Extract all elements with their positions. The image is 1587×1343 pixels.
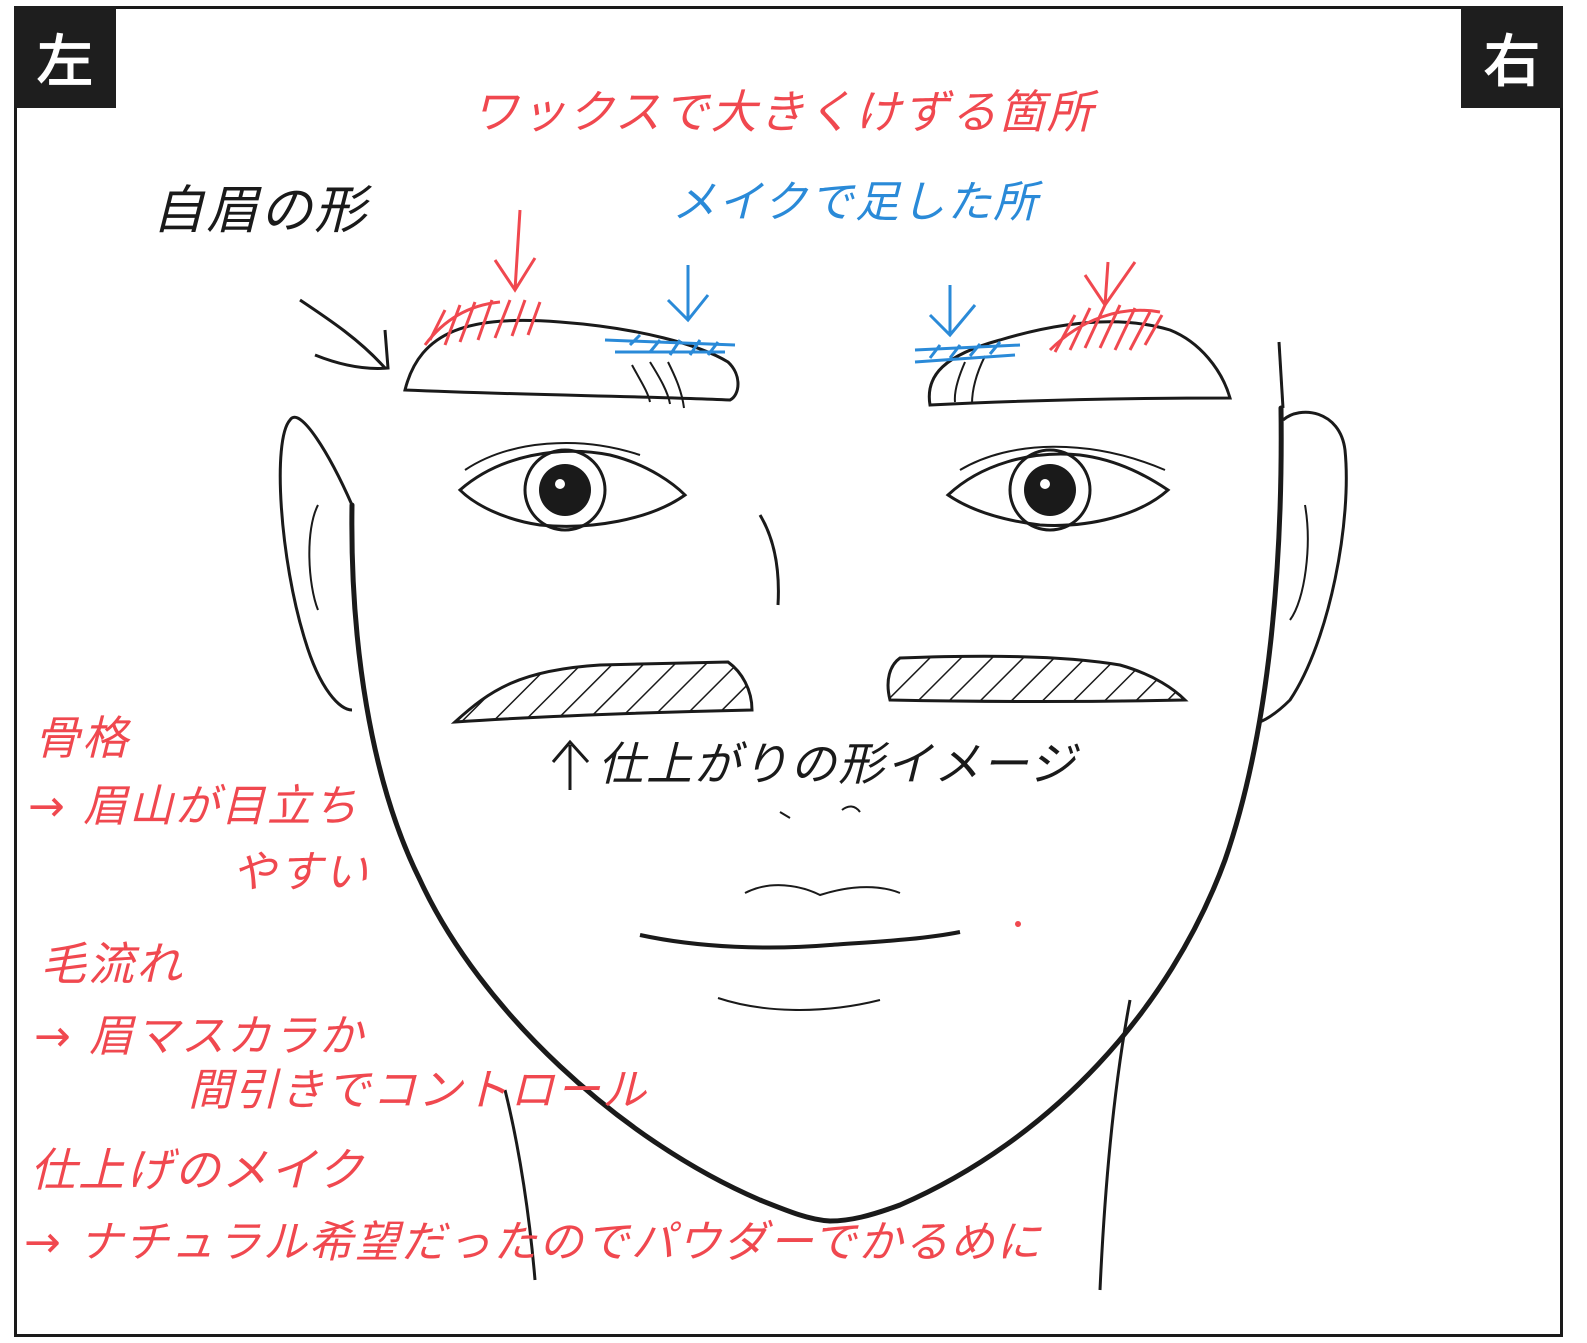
left-brow-outline: [403, 318, 740, 402]
right-brow-hair-1: [953, 361, 966, 403]
finished-image-label: 仕上がりの形イメージ: [598, 737, 1078, 791]
finish-body: → ナチュラル希望だったのでパウダーでかるめに: [24, 1217, 1043, 1268]
left-side-label: 左: [14, 6, 116, 108]
wax-arrows: [493, 209, 1137, 308]
skeleton-body-line-1: → 眉山が目立ち: [28, 781, 359, 832]
neck-left: [503, 1089, 537, 1281]
finish-title: 仕上げのメイク: [30, 1143, 366, 1197]
left-ear: [278, 416, 354, 712]
hairflow-body-line-1: → 眉マスカラか: [34, 1011, 365, 1062]
face-outline-right: [827, 405, 1284, 1224]
right-brow-hair-2: [971, 355, 986, 405]
neck-right: [1098, 999, 1132, 1291]
right-wax-marks: [1048, 304, 1164, 353]
right-side-label: 右: [1461, 6, 1563, 108]
makeup-area-label: メイクで足した所: [672, 177, 1040, 228]
right-makeup-marks: [914, 285, 1021, 364]
own-brow-arrow: [299, 298, 390, 370]
left-brow-hair-1: [631, 364, 651, 403]
finished-left-brow: [450, 660, 754, 724]
skeleton-body-line-2: やすい: [232, 847, 370, 898]
skeleton-title: 骨格: [34, 711, 130, 765]
upper-lip: [744, 884, 901, 897]
left-brow-hair-3: [667, 361, 685, 409]
hairflow-body-line-2: 間引きでコントロール: [188, 1065, 648, 1116]
right-ear-inner: [1289, 504, 1309, 621]
right-eye: [945, 445, 1171, 532]
hairflow-title: 毛流れ: [40, 937, 184, 991]
finished-image-arrow: [551, 739, 590, 790]
right-brow-outline: [927, 320, 1232, 407]
own-brow-label: 自眉の形: [152, 181, 369, 241]
mole-dot: [1015, 921, 1021, 927]
hairline-right: [1277, 341, 1285, 409]
left-eye: [457, 442, 688, 532]
finished-right-brow: [886, 654, 1189, 703]
mouth-line: [639, 930, 961, 950]
right-ear: [1257, 410, 1348, 724]
nose-bridge: [758, 514, 780, 606]
nose-tip: [779, 805, 861, 819]
left-ear-inner: [308, 504, 319, 611]
lower-lip: [717, 997, 881, 1011]
wax-area-label: ワックスで大きくけずる箇所: [472, 85, 1095, 139]
left-wax-marks: [423, 299, 542, 346]
left-brow-hair-2: [649, 361, 671, 405]
left-makeup-marks: [604, 265, 736, 356]
face-outline-left: [349, 502, 833, 1224]
